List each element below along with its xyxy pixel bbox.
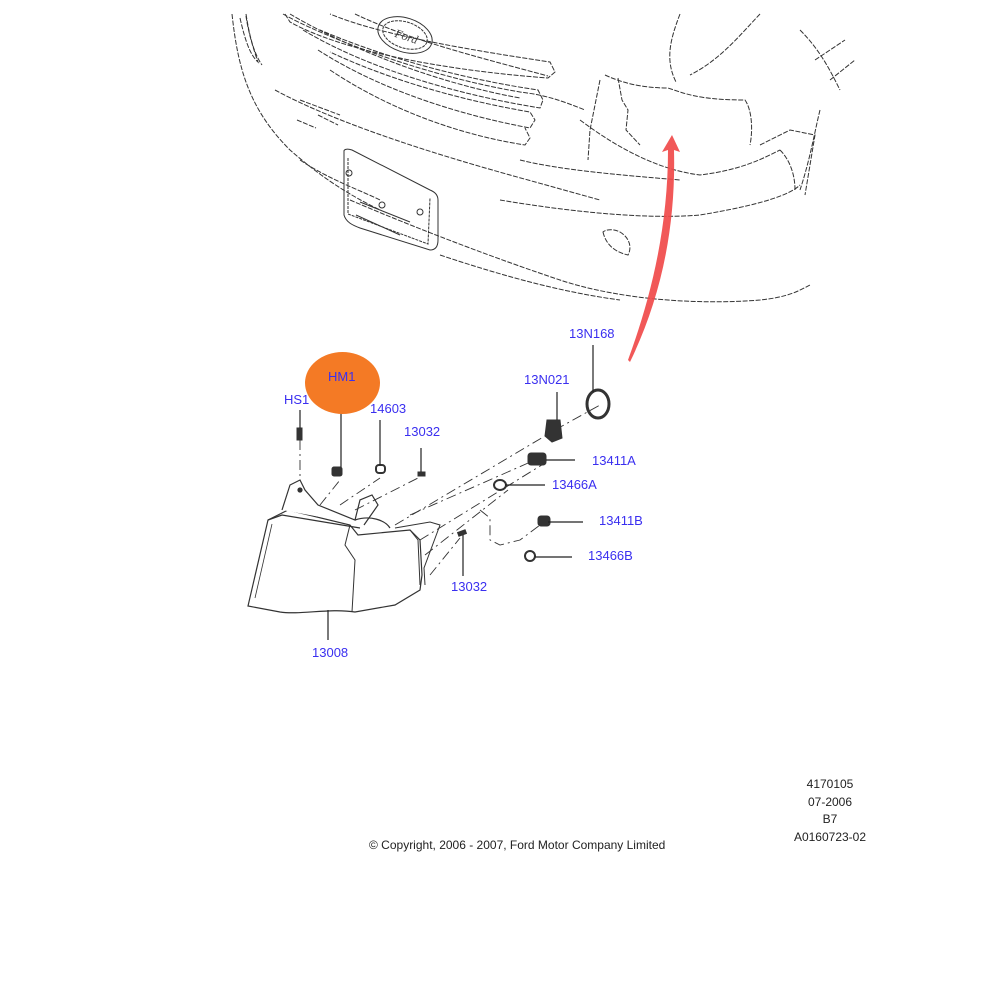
callout-hs1[interactable]: HS1 <box>284 392 310 407</box>
cap-13n168 <box>585 388 611 420</box>
drawing-metadata: 4170105 07-2006 B7 A0160723-02 <box>780 776 880 846</box>
headlamp-assembly <box>247 479 441 614</box>
drawing-date: 07-2006 <box>807 794 853 809</box>
ford-badge-text: Ford <box>392 26 421 47</box>
callout-13466a[interactable]: 13466A <box>552 477 597 492</box>
callout-13032-top[interactable]: 13032 <box>404 424 441 439</box>
screw-13032-top <box>417 471 426 477</box>
copyright-notice: © Copyright, 2006 - 2007, Ford Motor Com… <box>369 838 666 852</box>
clip-hm1 <box>331 466 343 477</box>
socket-13411b <box>537 515 551 527</box>
callout-13n168[interactable]: 13N168 <box>569 326 615 341</box>
callout-hm1[interactable]: HM1 <box>328 369 356 384</box>
drawing-id: A0160723-02 <box>793 829 867 844</box>
bulb-13466b <box>524 550 536 562</box>
clip-14603 <box>375 464 386 474</box>
screw-13032-bottom <box>456 529 468 537</box>
small-parts <box>296 388 611 562</box>
callout-13466b[interactable]: 13466B <box>588 548 633 563</box>
location-arrow <box>628 135 680 362</box>
illustration-number: 4170105 <box>806 777 854 791</box>
assembly-lines <box>299 404 601 576</box>
socket-13411a <box>527 452 547 466</box>
drawing-revision: B7 <box>822 812 838 826</box>
callout-13411a[interactable]: 13411A <box>592 453 636 468</box>
callout-13032-bottom[interactable]: 13032 <box>451 579 488 594</box>
callout-14603[interactable]: 14603 <box>370 401 407 416</box>
bulb-13n021 <box>544 419 563 443</box>
bulb-13466a <box>493 479 507 491</box>
callout-13008[interactable]: 13008 <box>312 645 349 660</box>
screw-hs1 <box>296 427 303 441</box>
hm1-highlight <box>305 352 380 414</box>
callout-13411b[interactable]: 13411B <box>599 513 643 528</box>
vehicle-front-end: Ford <box>231 13 856 303</box>
callout-13n021[interactable]: 13N021 <box>524 372 570 387</box>
